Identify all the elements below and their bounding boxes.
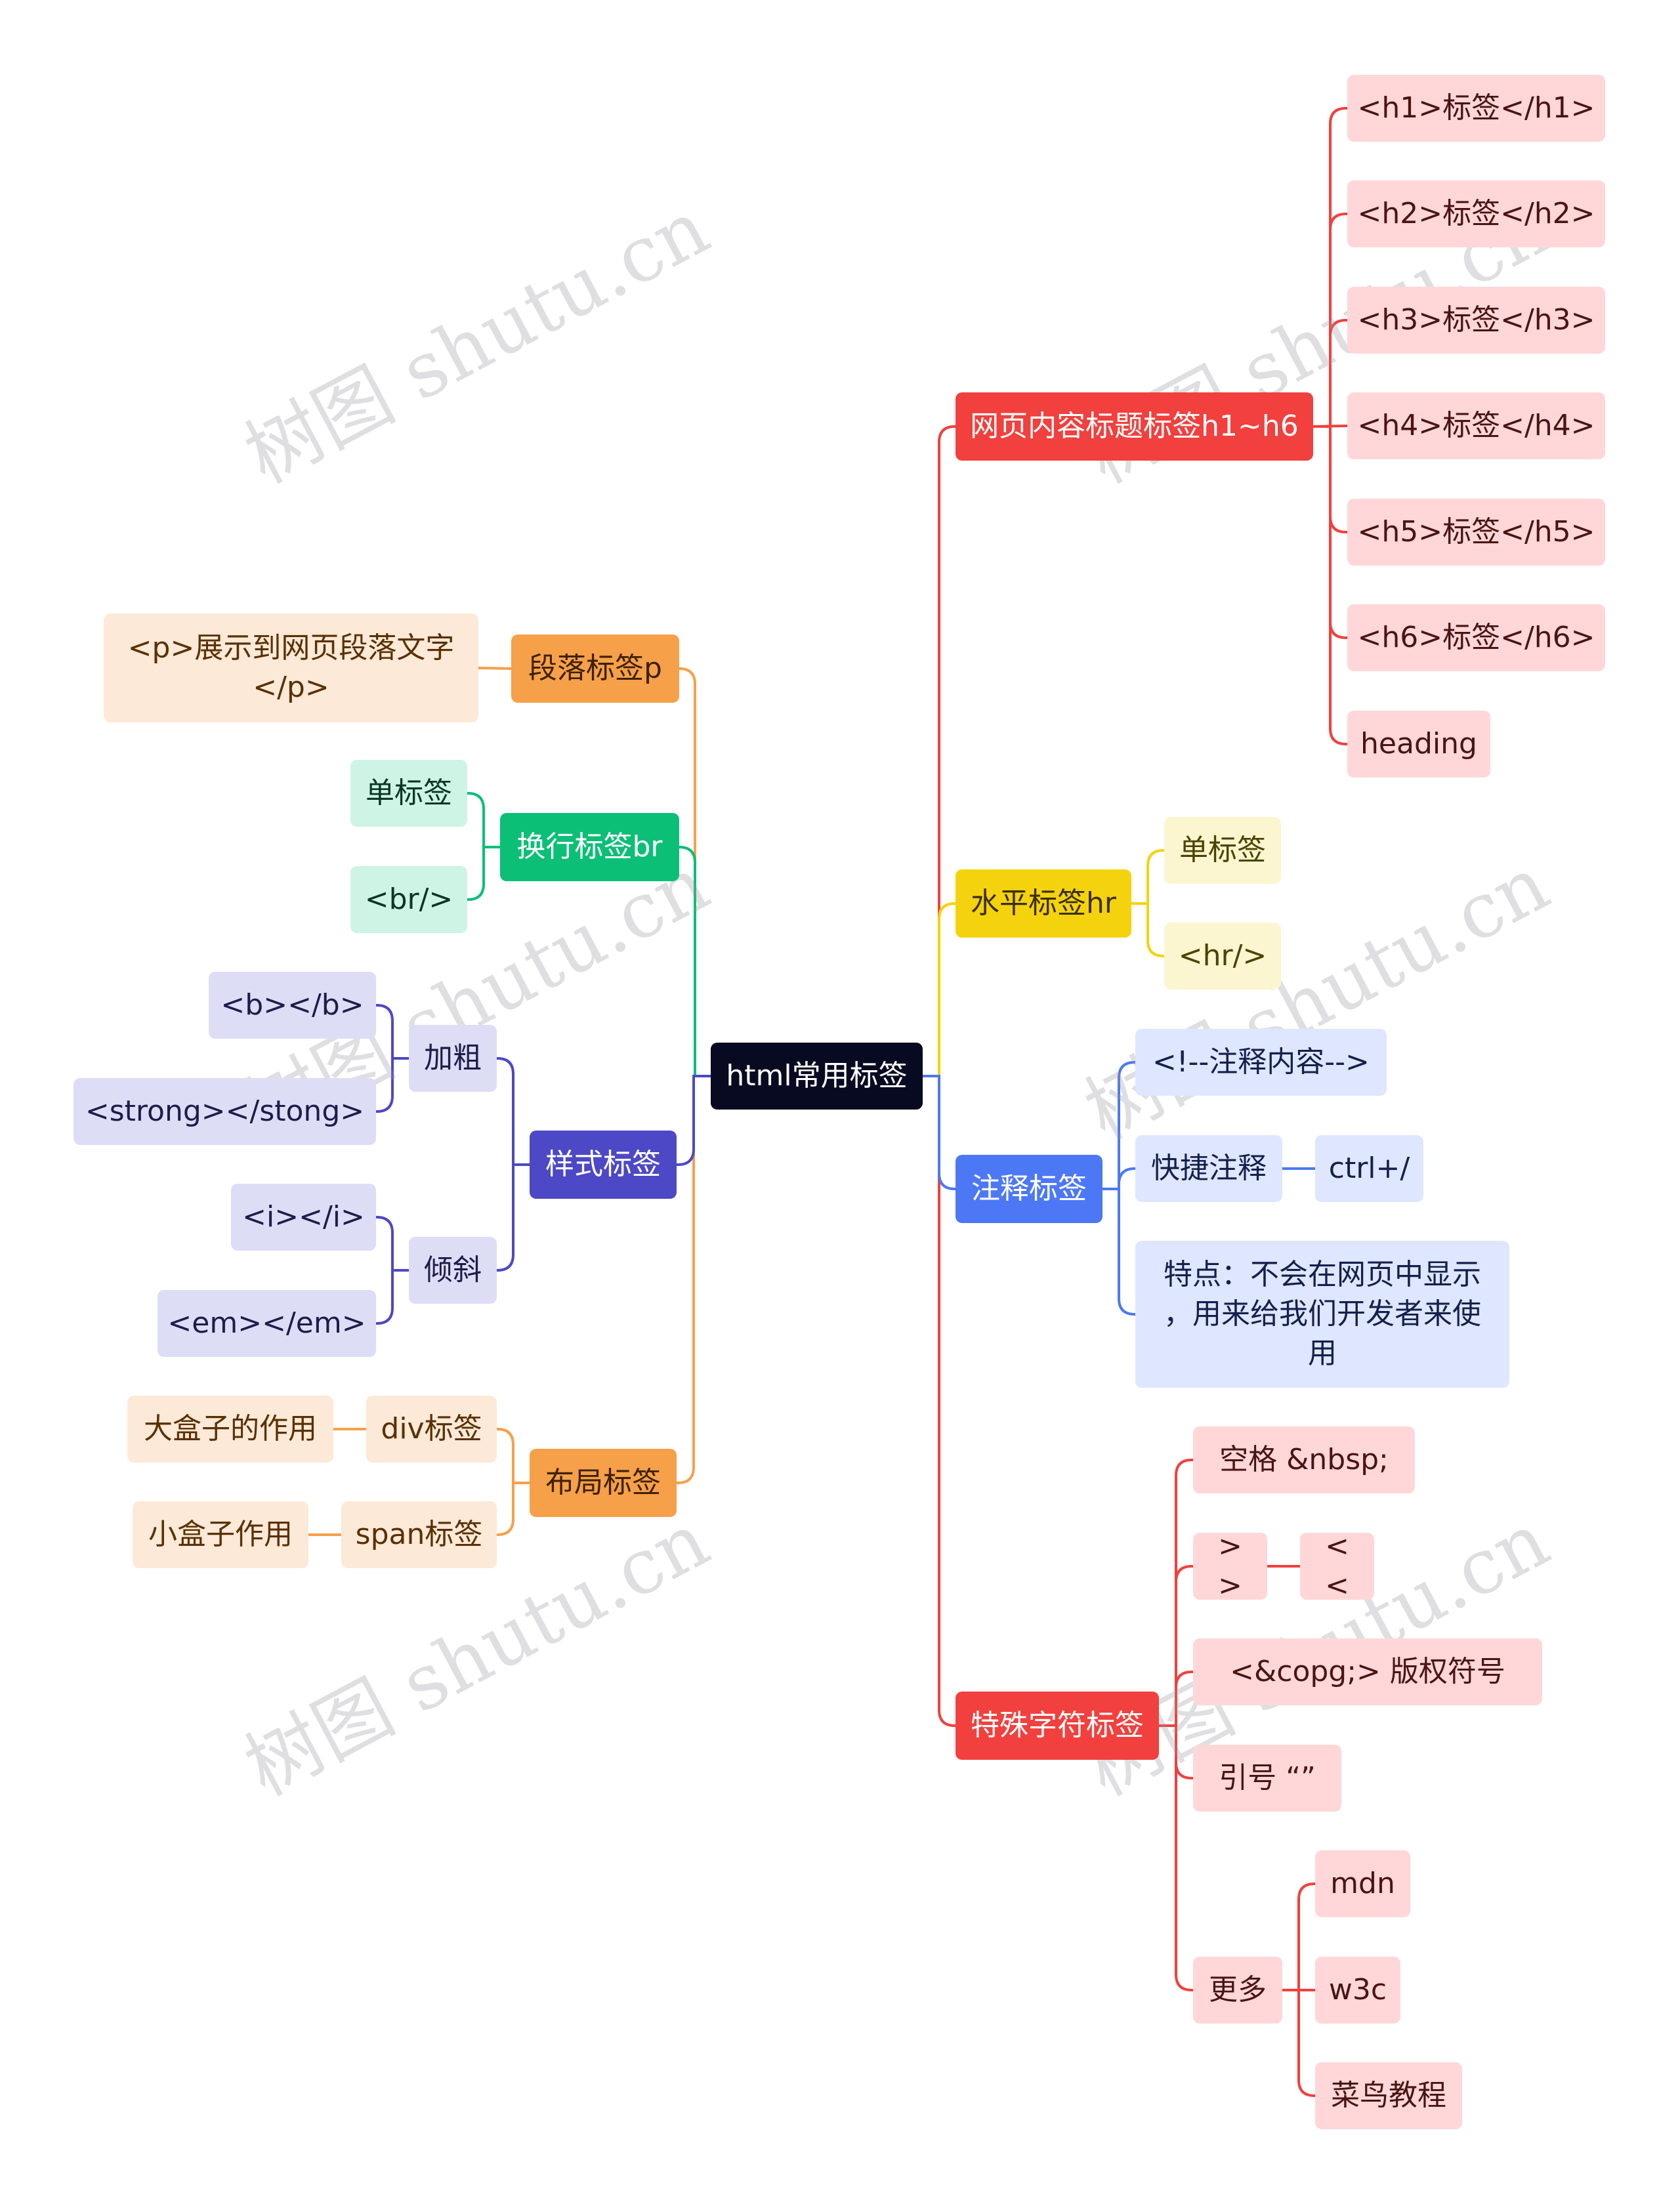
connector: [478, 667, 512, 670]
hr-tag-node[interactable]: 水平标签hr: [956, 869, 1131, 938]
style-tags-node[interactable]: 样式标签: [530, 1131, 677, 1199]
heading-leaf[interactable]: heading: [1347, 711, 1490, 778]
span-desc-leaf[interactable]: 小盒子作用: [133, 1501, 308, 1568]
heading-tags-node[interactable]: 网页内容标题标签h1~h6: [956, 392, 1313, 461]
connector: [467, 792, 500, 848]
connector: [1313, 425, 1347, 745]
layout-tags-node[interactable]: 布局标签: [530, 1449, 677, 1517]
connector: [923, 1075, 956, 1190]
connector: [467, 846, 500, 901]
italic-node[interactable]: 倾斜: [409, 1237, 497, 1304]
em-tag-leaf[interactable]: <em></em>: [158, 1290, 376, 1357]
h3-leaf[interactable]: <h3>标签</h3>: [1347, 287, 1605, 354]
span-tag-node[interactable]: span标签: [341, 1501, 497, 1568]
comment-tag-node[interactable]: 注释标签: [956, 1155, 1102, 1223]
connector: [1313, 213, 1347, 428]
b-tag-leaf[interactable]: <b></b>: [209, 972, 376, 1039]
root-node[interactable]: html常用标签: [711, 1043, 923, 1110]
br-single-tag-leaf[interactable]: 单标签: [350, 760, 467, 827]
connector: [1131, 902, 1164, 957]
lt-entity-leaf[interactable]: < <: [1300, 1529, 1374, 1602]
connector: [1313, 319, 1347, 428]
i-tag-leaf[interactable]: <i></i>: [231, 1184, 376, 1251]
special-chars-node[interactable]: 特殊字符标签: [956, 1692, 1159, 1760]
gt-entity-node[interactable]: > >: [1193, 1529, 1267, 1602]
div-desc-leaf[interactable]: 大盒子的作用: [127, 1396, 333, 1463]
connector: [1102, 1167, 1135, 1190]
connector: [679, 846, 711, 1077]
comment-shortcut-node[interactable]: 快捷注释: [1135, 1135, 1282, 1202]
bold-node[interactable]: 加粗: [409, 1025, 497, 1092]
connector: [677, 1075, 711, 1166]
connector: [497, 1428, 530, 1484]
copyright-entity-leaf[interactable]: <&copg;> 版权符号: [1193, 1638, 1542, 1705]
hr-single-tag-leaf[interactable]: 单标签: [1164, 817, 1281, 884]
connector: [376, 1057, 409, 1113]
connector: [376, 1004, 409, 1060]
runoob-leaf[interactable]: 菜鸟教程: [1315, 2062, 1462, 2129]
connector: [677, 1075, 711, 1484]
div-tag-node[interactable]: div标签: [366, 1396, 497, 1463]
connector: [497, 1482, 530, 1536]
connector: [376, 1269, 409, 1325]
connector: [1159, 1724, 1193, 1991]
w3c-leaf[interactable]: w3c: [1315, 1957, 1400, 2024]
paragraph-tag-node[interactable]: 段落标签p: [511, 634, 679, 703]
space-entity-leaf[interactable]: 空格 &nbsp;: [1193, 1426, 1415, 1493]
quote-entity-leaf[interactable]: 引号 “”: [1193, 1745, 1341, 1812]
h4-leaf[interactable]: <h4>标签</h4>: [1347, 392, 1605, 459]
paragraph-desc-leaf[interactable]: <p>展示到网页段落文字 </p>: [104, 613, 478, 722]
connector: [923, 1075, 956, 1727]
connector: [1282, 1882, 1315, 1991]
shortcut-key-leaf[interactable]: ctrl+/: [1315, 1135, 1423, 1202]
mdn-leaf[interactable]: mdn: [1315, 1850, 1410, 1917]
connector: [1313, 107, 1347, 428]
br-syntax-leaf[interactable]: <br/>: [350, 866, 467, 933]
strong-tag-leaf[interactable]: <strong></stong>: [74, 1078, 376, 1145]
connector: [376, 1216, 409, 1272]
h1-leaf[interactable]: <h1>标签</h1>: [1347, 75, 1605, 142]
connector: [1282, 1989, 1315, 2097]
connector: [497, 1163, 530, 1272]
connector: [1102, 1188, 1135, 1316]
br-tag-node[interactable]: 换行标签br: [500, 813, 679, 881]
connector: [1159, 1459, 1193, 1727]
comment-syntax-leaf[interactable]: <!--注释内容-->: [1135, 1029, 1387, 1096]
connector: [1131, 849, 1164, 905]
hr-syntax-leaf[interactable]: <hr/>: [1164, 923, 1281, 989]
more-node[interactable]: 更多: [1193, 1957, 1282, 2024]
h2-leaf[interactable]: <h2>标签</h2>: [1347, 180, 1605, 247]
connector: [923, 902, 956, 1077]
connector: [497, 1057, 530, 1166]
connector: [1102, 1061, 1135, 1190]
h5-leaf[interactable]: <h5>标签</h5>: [1347, 499, 1605, 566]
h6-leaf[interactable]: <h6>标签</h6>: [1347, 604, 1605, 671]
comment-feature-leaf[interactable]: 特点：不会在网页中显示 ，用来给我们开发者来使 用: [1135, 1241, 1509, 1388]
connector: [1159, 1671, 1193, 1727]
connector: [1159, 1565, 1193, 1727]
connector: [679, 667, 711, 1077]
connector: [923, 425, 956, 1077]
